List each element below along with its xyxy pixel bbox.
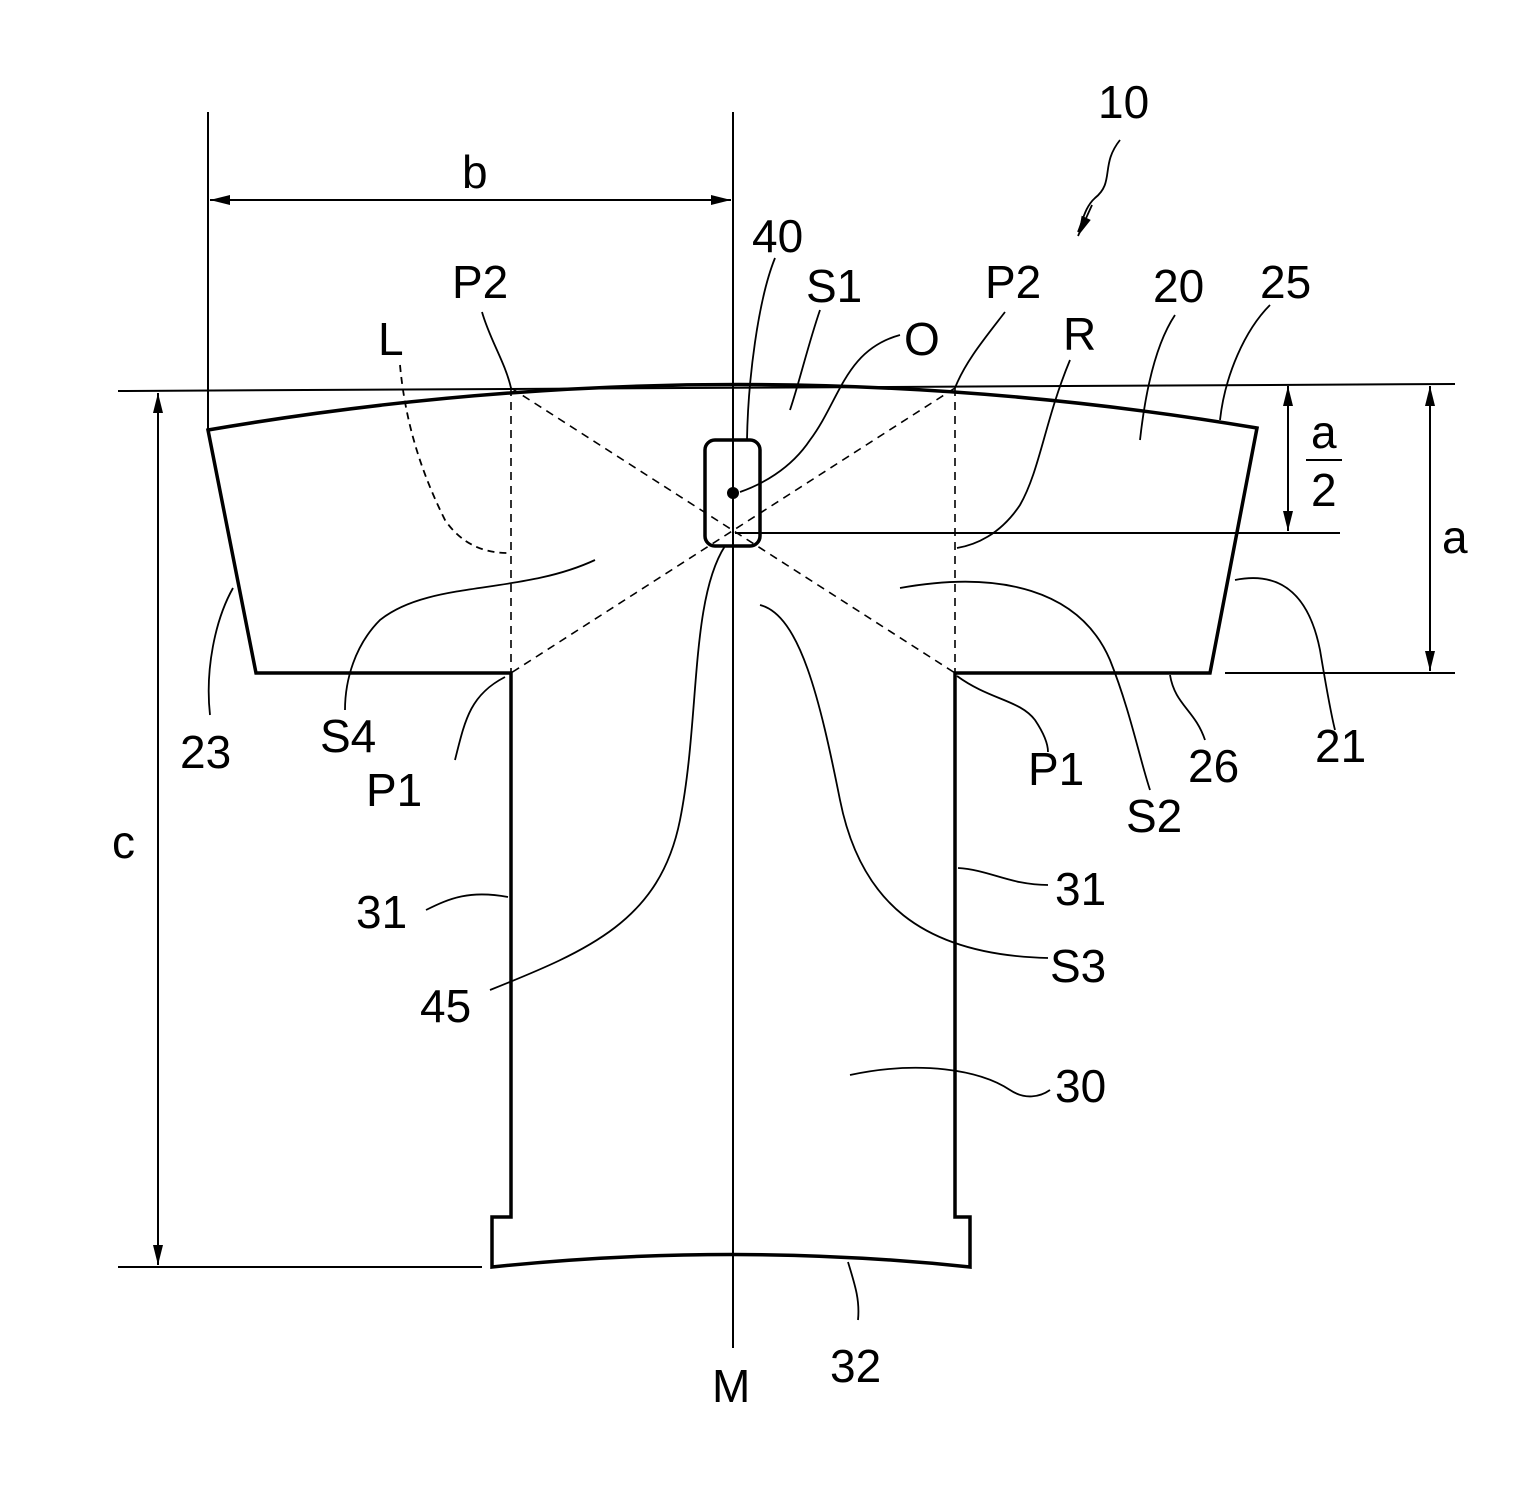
label-ref-20: 20 [1153, 260, 1204, 312]
label-ref-10: 10 [1098, 76, 1149, 128]
label-p2-right: P2 [985, 256, 1041, 308]
leader-p1-right [957, 676, 1048, 752]
leader-r [957, 360, 1070, 548]
label-m: M [712, 1360, 750, 1412]
leader-p1-left [455, 677, 505, 760]
leader-26 [1170, 675, 1205, 740]
label-s3: S3 [1050, 940, 1106, 992]
leader-p2-right [955, 312, 1005, 388]
label-ref-26: 26 [1188, 740, 1239, 792]
leader-s1 [790, 310, 820, 410]
label-dim-c: c [112, 816, 135, 868]
leader-o [740, 335, 900, 492]
label-s1: S1 [806, 260, 862, 312]
label-l: L [378, 313, 404, 365]
leader-s3 [760, 605, 1048, 958]
label-dim-a: a [1442, 511, 1468, 563]
label-p1-right: P1 [1028, 743, 1084, 795]
leader-10 [1078, 140, 1120, 232]
label-ref-31-left: 31 [356, 886, 407, 938]
label-p1-left: P1 [366, 764, 422, 816]
leader-p2-left [482, 312, 511, 388]
label-ref-25: 25 [1260, 256, 1311, 308]
leader-20 [1140, 315, 1175, 440]
leader-s2 [900, 582, 1150, 790]
leader-45 [490, 546, 725, 990]
label-o: O [904, 313, 940, 365]
label-s2: S2 [1126, 790, 1182, 842]
leader-30 [850, 1068, 1050, 1097]
label-ref-30: 30 [1055, 1060, 1106, 1112]
label-ref-31-right: 31 [1055, 863, 1106, 915]
leader-23 [209, 588, 233, 715]
label-p2-left: P2 [452, 256, 508, 308]
leader-40 [747, 258, 775, 440]
leader-32 [848, 1262, 858, 1320]
label-ref-32: 32 [830, 1340, 881, 1392]
leader-31-right [958, 868, 1048, 885]
label-ref-45: 45 [420, 980, 471, 1032]
leader-s4 [345, 560, 595, 710]
label-ref-40: 40 [752, 210, 803, 262]
label-half-a-numerator: a [1311, 406, 1337, 458]
leader-31-left [426, 894, 508, 910]
label-half-a-denominator: 2 [1311, 464, 1337, 516]
label-r: R [1063, 308, 1096, 360]
label-ref-23: 23 [180, 726, 231, 778]
label-s4: S4 [320, 710, 376, 762]
label-ref-21: 21 [1315, 720, 1366, 772]
leader-25 [1220, 305, 1270, 420]
label-dim-b: b [462, 146, 488, 198]
leader-21 [1235, 578, 1335, 730]
leader-10-arrow [1078, 205, 1092, 236]
point-o [727, 487, 739, 499]
